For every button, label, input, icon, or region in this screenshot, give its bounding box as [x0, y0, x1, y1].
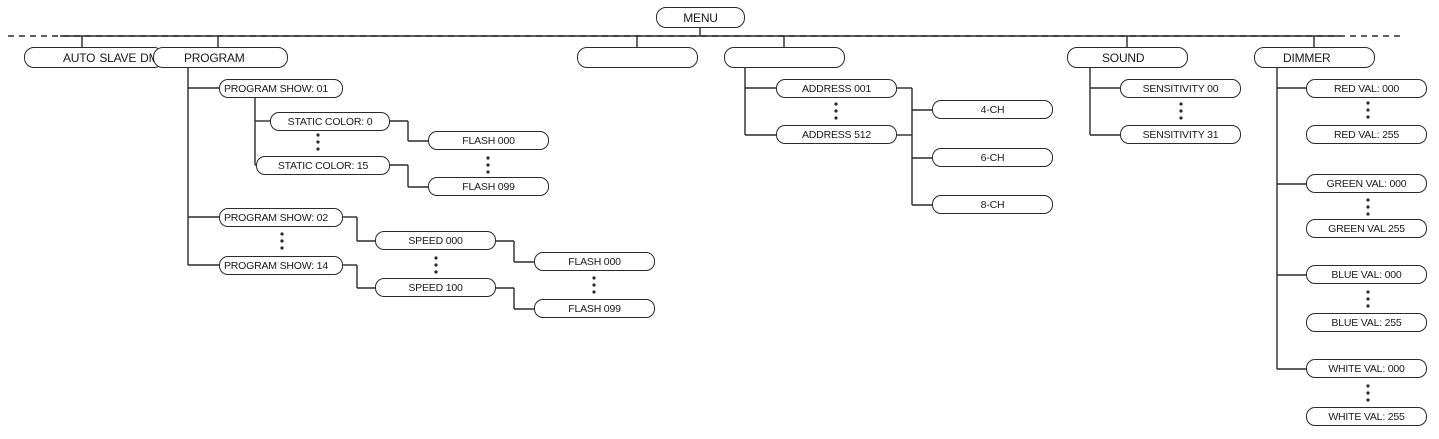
- sensitivity-00[interactable]: SENSITIVITY 00: [1120, 79, 1241, 98]
- flash-099-static[interactable]: FLASH 099: [428, 177, 549, 196]
- program-show-14[interactable]: PROGRAM SHOW: 14: [219, 256, 343, 275]
- white-val-000[interactable]: WHITE VAL: 000: [1306, 359, 1427, 378]
- program-show-02[interactable]: PROGRAM SHOW: 02: [219, 208, 343, 227]
- red-val-000[interactable]: RED VAL: 000: [1306, 79, 1427, 98]
- sensitivity-31[interactable]: SENSITIVITY 31: [1120, 125, 1241, 144]
- address-001[interactable]: ADDRESS 001: [776, 79, 897, 98]
- green-val-255[interactable]: GREEN VAL 255: [1306, 219, 1427, 238]
- channel-8ch[interactable]: 8-CH: [932, 195, 1053, 214]
- top-item-program[interactable]: PROGRAM: [153, 47, 288, 68]
- red-val-255[interactable]: RED VAL: 255: [1306, 125, 1427, 144]
- top-item-sound[interactable]: SOUND: [1067, 47, 1188, 68]
- auto-label: AUTO: [63, 50, 96, 65]
- blue-val-000[interactable]: BLUE VAL: 000: [1306, 265, 1427, 284]
- top-item-auto-slave-dmx[interactable]: AUTO SLAVE DMX: [24, 47, 166, 68]
- program-show-01[interactable]: PROGRAM SHOW: 01: [219, 79, 343, 98]
- channel-6ch[interactable]: 6-CH: [932, 148, 1053, 167]
- static-color-0[interactable]: STATIC COLOR: 0: [270, 112, 390, 131]
- flash-099-speed[interactable]: FLASH 099: [534, 299, 655, 318]
- flash-000-static[interactable]: FLASH 000: [428, 131, 549, 150]
- top-item-blank-1[interactable]: [577, 47, 698, 68]
- flash-000-speed[interactable]: FLASH 000: [534, 252, 655, 271]
- slave-label: SLAVE: [99, 50, 137, 65]
- speed-000[interactable]: SPEED 000: [375, 231, 496, 250]
- channel-4ch[interactable]: 4-CH: [932, 100, 1053, 119]
- address-512[interactable]: ADDRESS 512: [776, 125, 897, 144]
- ellipsis-dots: [280, 101, 1370, 402]
- top-item-blank-2[interactable]: [724, 47, 845, 68]
- green-val-000[interactable]: GREEN VAL: 000: [1306, 174, 1427, 193]
- top-item-dimmer[interactable]: DIMMER: [1254, 47, 1375, 68]
- speed-100[interactable]: SPEED 100: [375, 278, 496, 297]
- white-val-255[interactable]: WHITE VAL: 255: [1306, 407, 1427, 426]
- menu-node[interactable]: MENU: [656, 7, 745, 28]
- static-color-15[interactable]: STATIC COLOR: 15: [256, 156, 390, 175]
- blue-val-255[interactable]: BLUE VAL: 255: [1306, 313, 1427, 332]
